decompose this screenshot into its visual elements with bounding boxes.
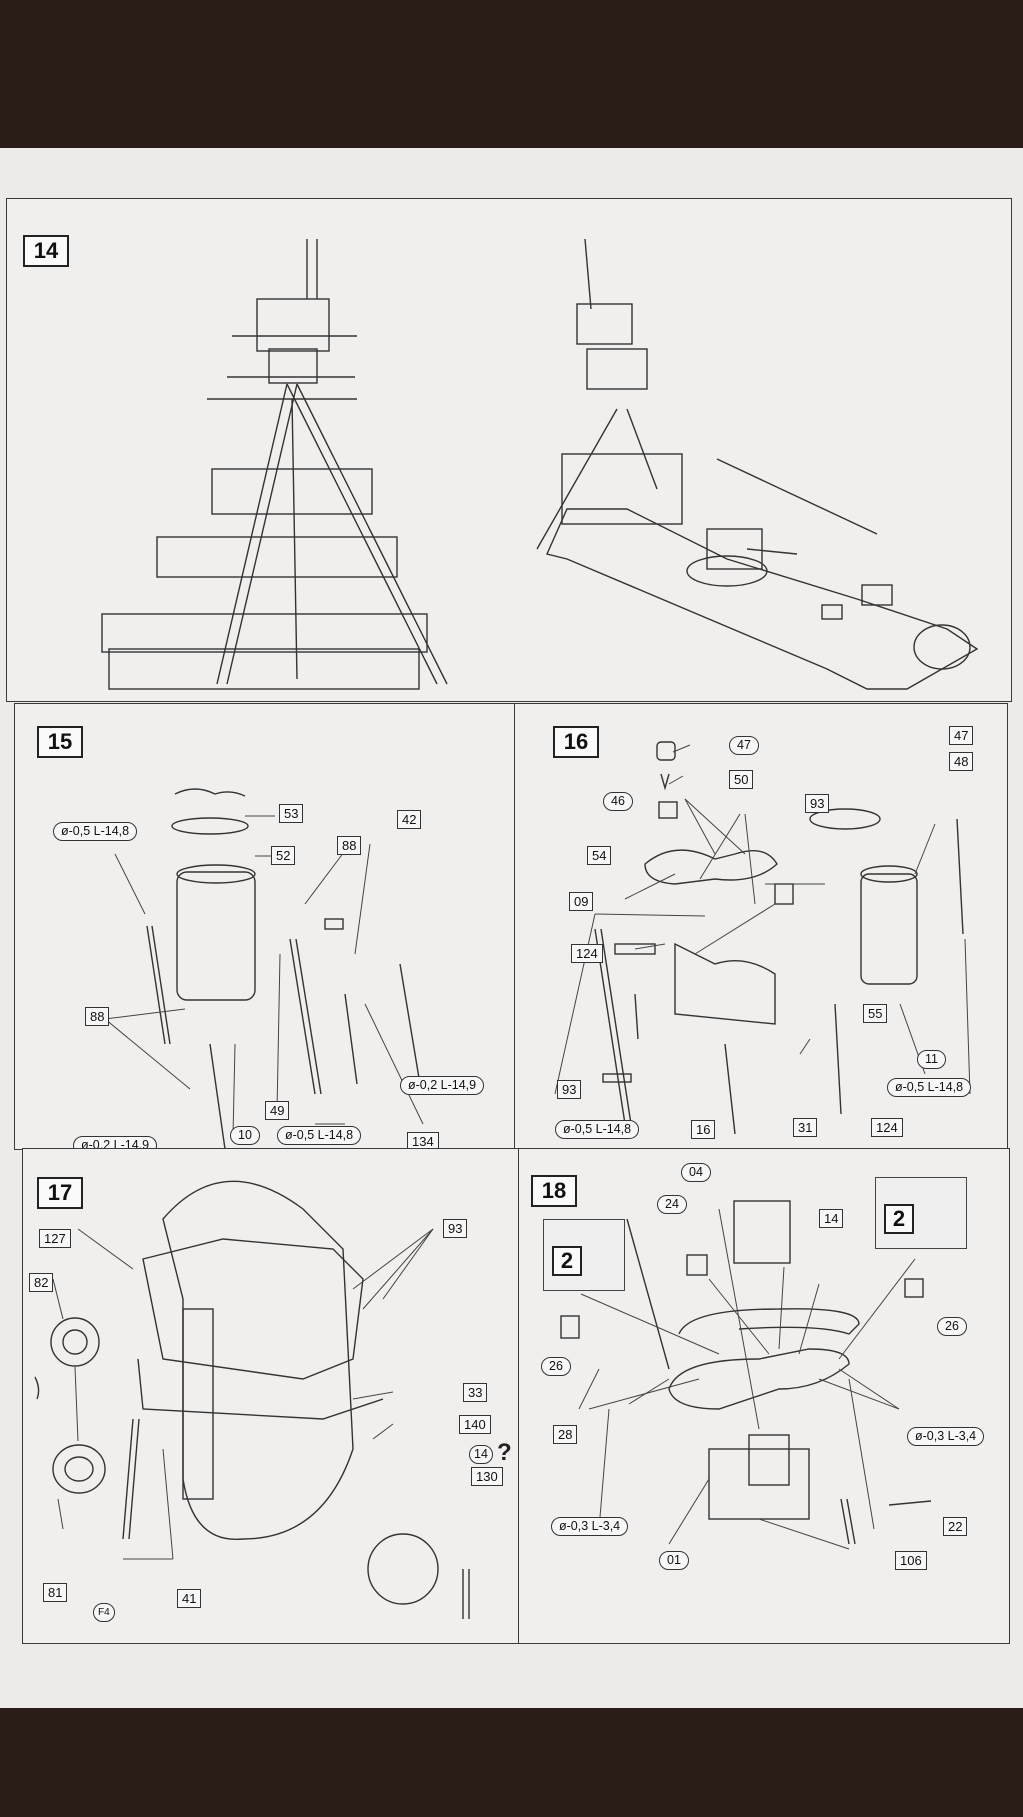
part-93-label: 93 — [557, 1080, 582, 1099]
part-41-label: 41 — [177, 1589, 202, 1608]
part-140-label: 140 — [459, 1415, 491, 1434]
part-26-label: 26 — [541, 1357, 571, 1376]
part-24-label: 24 — [657, 1195, 687, 1214]
step-15-number: 15 — [37, 726, 83, 758]
part-26-label: 26 — [937, 1317, 967, 1336]
part-53-label: 53 — [279, 804, 304, 823]
part-09-label: 09 — [569, 892, 594, 911]
step-17-panel: 17 — [22, 1148, 520, 1644]
part-124-label: 124 — [571, 944, 603, 963]
part-55-label: 55 — [863, 1004, 888, 1023]
wire-spec-label: ø-0,3 L-3,4 — [907, 1427, 985, 1446]
step-18-number: 18 — [531, 1175, 577, 1207]
part-106-label: 106 — [895, 1551, 927, 1570]
part-22-label: 22 — [943, 1517, 968, 1536]
part-33-label: 33 — [463, 1383, 488, 1402]
inset-gun-b: 2 — [875, 1177, 967, 1249]
inset-number: 2 — [884, 1204, 914, 1234]
part-14-label: 14 — [819, 1209, 844, 1228]
step-16-panel: 16 — [514, 703, 1008, 1150]
step-14-number: 14 — [23, 235, 69, 267]
step-16-number: 16 — [553, 726, 599, 758]
part-127-label: 127 — [39, 1229, 71, 1248]
part-82-label: 82 — [29, 1273, 54, 1292]
part-134-label: 134 — [407, 1132, 439, 1149]
step-14-panel: 14 — [6, 198, 1012, 702]
part-93-label: 93 — [443, 1219, 468, 1238]
part-52-label: 52 — [271, 846, 296, 865]
part-93-label: 93 — [805, 794, 830, 813]
part-49-label: 49 — [265, 1101, 290, 1120]
step-18-panel: 18 2 2 — [518, 1148, 1010, 1644]
part-81-label: 81 — [43, 1583, 68, 1602]
part-46-label: 46 — [603, 792, 633, 811]
part-f4-label: F4 — [93, 1603, 115, 1622]
part-31-label: 31 — [793, 1118, 818, 1137]
part-11-label: 11 — [917, 1050, 946, 1069]
part-04-label: 04 — [681, 1163, 711, 1182]
inset-number: 2 — [552, 1246, 582, 1276]
part-50-label: 50 — [729, 770, 754, 789]
part-14-label: 14 — [469, 1445, 493, 1464]
part-88-label: 88 — [85, 1007, 110, 1026]
wire-spec-label: ø-0,5 L-14,8 — [887, 1078, 972, 1097]
wire-spec-label: ø-0,5 L-14,8 — [555, 1120, 640, 1139]
step-18-drawing — [560, 1200, 932, 1550]
part-01-label: 01 — [659, 1551, 689, 1570]
part-48-label: 48 — [949, 752, 974, 771]
wire-spec-label: ø-0,3 L-3,4 — [551, 1517, 629, 1536]
part-10-label: 10 — [230, 1126, 260, 1145]
step-14-mast-drawing — [101, 238, 979, 690]
step-15-panel: 15 — [14, 703, 516, 1150]
part-47-label: 47 — [729, 736, 759, 755]
instruction-sheet: 14 — [0, 148, 1023, 1708]
part-54-label: 54 — [587, 846, 612, 865]
step-17-number: 17 — [37, 1177, 83, 1209]
wire-spec-label: ø-0,5 L-14,8 — [277, 1126, 362, 1145]
step-15-drawing — [104, 788, 424, 1149]
wire-spec-label: ø-0,2 L-14,9 — [400, 1076, 485, 1095]
wire-spec-label: ø-0,2 L-14,9 — [73, 1136, 158, 1149]
part-47-label: 47 — [949, 726, 974, 745]
inset-gun-a: 2 — [543, 1219, 625, 1291]
question-mark: ? — [497, 1439, 512, 1466]
part-42-label: 42 — [397, 810, 422, 829]
step-17-drawing — [34, 1180, 470, 1619]
wire-spec-label: ø-0,5 L-14,8 — [53, 822, 138, 841]
part-88-label: 88 — [337, 836, 362, 855]
part-130-label: 130 — [471, 1467, 503, 1486]
part-28-label: 28 — [553, 1425, 578, 1444]
part-124-label: 124 — [871, 1118, 903, 1137]
part-16-label: 16 — [691, 1120, 716, 1139]
